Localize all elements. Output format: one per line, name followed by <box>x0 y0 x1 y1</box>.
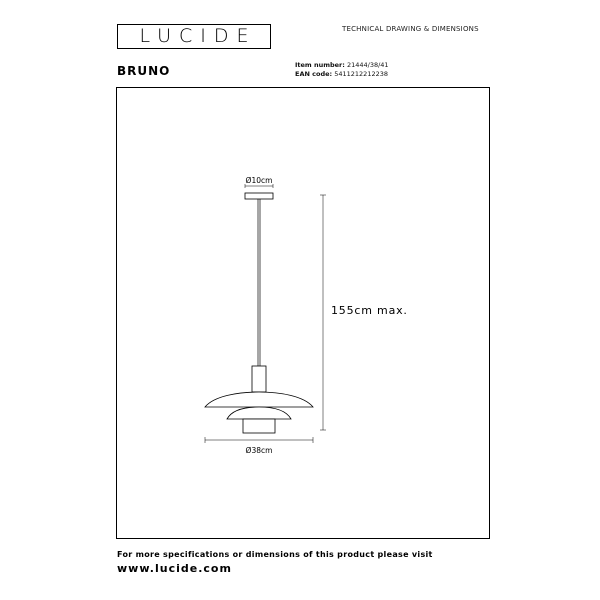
bottom-diffuser <box>242 418 276 434</box>
ean-code-label: EAN code: <box>295 70 333 78</box>
ceiling-canopy <box>244 192 274 200</box>
item-number-value: 21444/38/41 <box>346 61 389 69</box>
ean-code-value: 5411212212238 <box>334 70 388 78</box>
item-number-label: Item number: <box>295 61 345 69</box>
lamp-holder <box>251 365 267 393</box>
canopy-diameter-label: Ø10cm <box>246 176 273 185</box>
shade-diameter-label: Ø38cm <box>246 446 273 455</box>
brand-logo: LUCIDE <box>117 24 271 49</box>
product-name: BRUNO <box>117 64 171 78</box>
top-shade <box>204 391 314 408</box>
height-label: 155cm max. <box>331 304 408 317</box>
ean-code: EAN code: 5411212212238 <box>295 70 388 78</box>
item-number: Item number: 21444/38/41 <box>295 61 389 69</box>
middle-shade <box>226 406 292 420</box>
footer-note: For more specifications or dimensions of… <box>117 550 433 559</box>
document-type: TECHNICAL DRAWING & DIMENSIONS <box>342 25 479 33</box>
brand-logo-text: LUCIDE <box>139 25 257 47</box>
website-link[interactable]: www.lucide.com <box>117 562 232 575</box>
drawing-frame <box>116 87 490 539</box>
